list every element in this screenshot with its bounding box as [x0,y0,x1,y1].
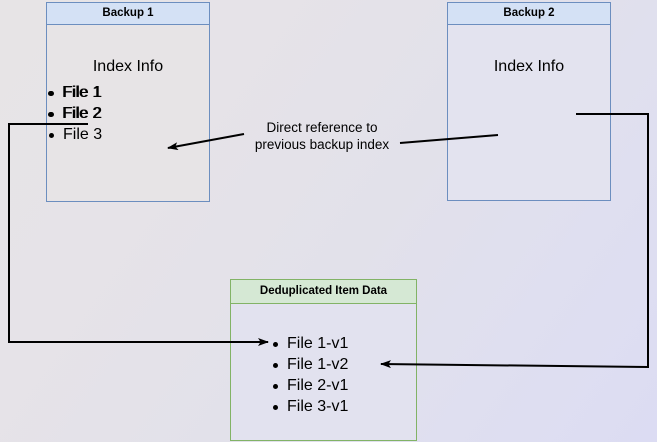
backup-1-index-label: Index Info [92,58,164,75]
backup-2-body [448,25,610,200]
list-item: File 1-v2 [271,354,348,375]
direct-reference-caption: Direct reference to previous backup inde… [246,119,398,153]
backup-2-file-list: File 1 File 2 File 3 [47,82,102,145]
list-item: File 1 [47,82,102,103]
caption-line-2: previous backup index [254,137,390,152]
backup-2-box: Backup 2 [447,2,611,201]
list-item: File 2-v1 [271,375,348,396]
caption-line-1: Direct reference to [266,120,378,135]
deduplicated-item-list: File 1-v1 File 1-v2 File 2-v1 File 3-v1 [271,333,348,417]
list-item: File 1-v1 [271,333,348,354]
list-item: File 3-v1 [271,396,348,417]
deduplicated-item-data-title: Deduplicated Item Data [231,280,416,304]
backup-2-index-label: Index Info [493,58,565,75]
list-item: File 3 [47,124,102,145]
backup-2-title: Backup 2 [448,3,610,25]
backup-1-title: Backup 1 [47,3,209,25]
list-item: File 2 [47,103,102,124]
